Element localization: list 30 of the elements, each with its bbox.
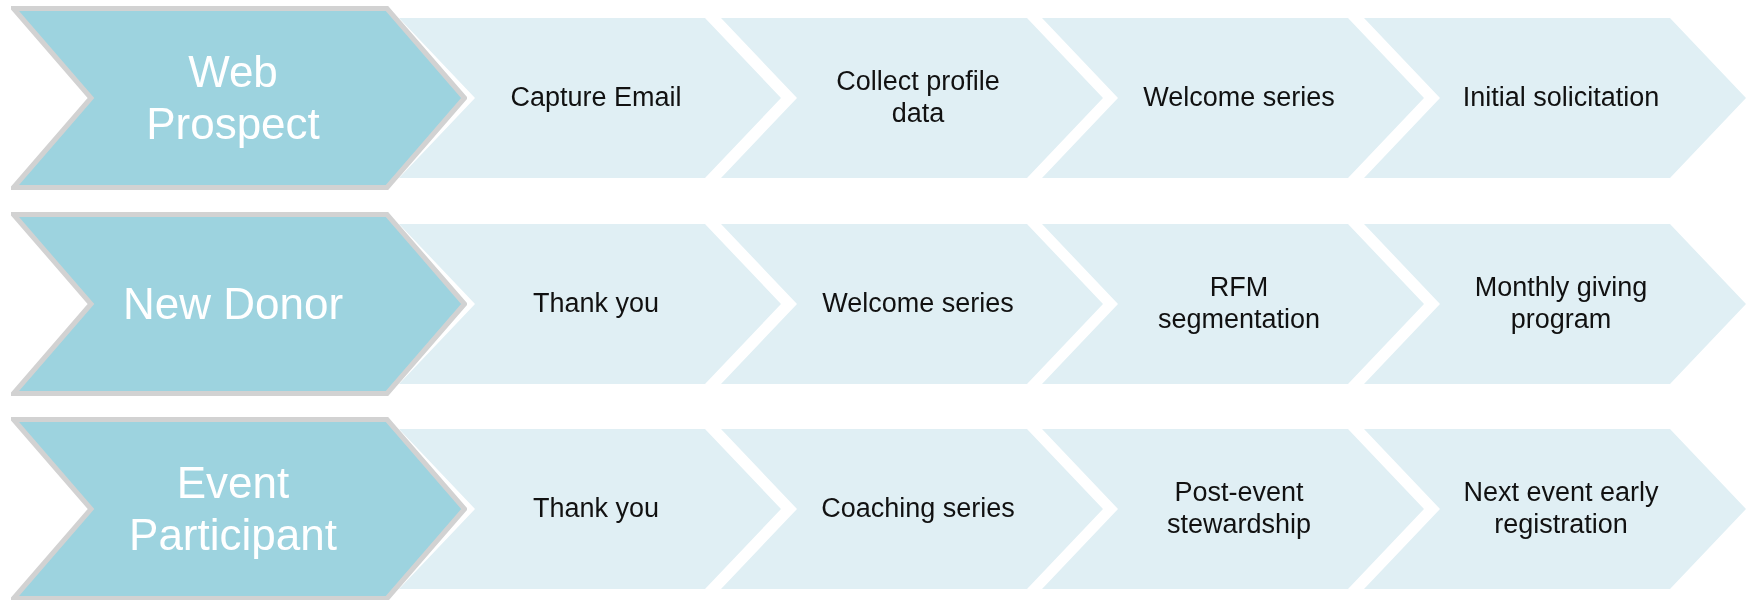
chevron-shape (1042, 224, 1424, 384)
chevron-shape (1042, 429, 1424, 589)
step-label: Thank you (531, 493, 661, 525)
chevron-shape (721, 18, 1103, 178)
step-label: Coaching series (820, 493, 1016, 525)
step-label: Welcome series (1142, 82, 1336, 114)
chevron-shape (11, 6, 467, 190)
stage-title: Event Participant (128, 457, 338, 561)
chevron-shape (1364, 18, 1746, 178)
chevron-shape (1364, 429, 1746, 589)
step-label: Next event early registration (1462, 477, 1660, 541)
step-label: Thank you (531, 288, 661, 320)
chevron-shape (1364, 224, 1746, 384)
step-label: Post-event stewardship (1165, 477, 1313, 541)
chevron-shape (399, 224, 781, 384)
step-label: RFM segmentation (1156, 272, 1322, 336)
step-label: Initial solicitation (1461, 82, 1661, 114)
chevron-shape (721, 429, 1103, 589)
chevron-shape (399, 18, 781, 178)
chevron-shape (399, 429, 781, 589)
stage-title: New Donor (121, 278, 345, 330)
chevron-shape (11, 417, 467, 600)
stage-title: Web Prospect (145, 46, 321, 150)
step-label: Capture Email (509, 82, 683, 114)
step-label: Welcome series (821, 288, 1015, 320)
chevron-shape (721, 224, 1103, 384)
chevron-shape (11, 212, 467, 396)
step-label: Monthly giving program (1473, 272, 1649, 336)
chevron-shape (1042, 18, 1424, 178)
step-label: Collect profile data (835, 66, 1001, 130)
